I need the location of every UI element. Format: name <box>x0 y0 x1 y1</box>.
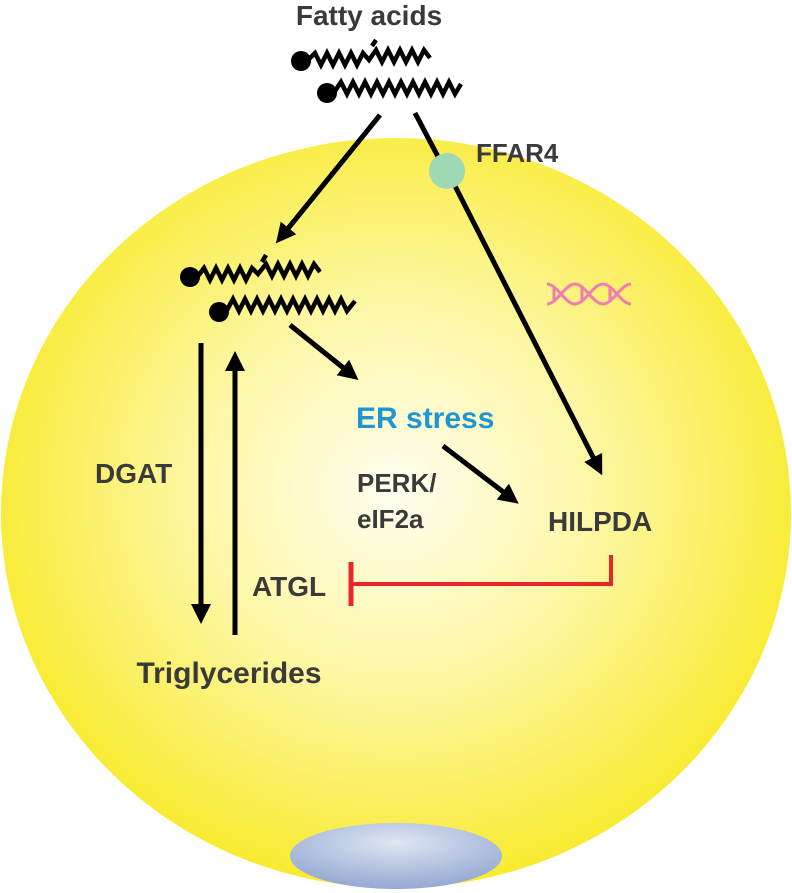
hilpda-inhibits-atgl-line <box>351 555 613 586</box>
perk-label-line1: PERK/ <box>357 468 436 498</box>
ffar4-to-hilpda-arrow <box>450 180 603 476</box>
cell <box>1 138 791 888</box>
er-stress-to-hilpda-arrow <box>441 444 519 504</box>
dna-helix-icon <box>546 282 632 306</box>
nucleus-icon <box>290 823 502 889</box>
hilpda-label: HILPDA <box>548 506 652 537</box>
dgat-label: DGAT <box>95 458 172 489</box>
fatty-acid-molecule-icon <box>291 38 463 103</box>
perk-label-line2: eIF2a <box>357 504 424 534</box>
ffar4-receptor-icon <box>429 153 465 189</box>
uptake-arrow <box>275 113 382 244</box>
fatty-acid-molecule-icon <box>180 253 357 322</box>
triglycerides-label: Triglycerides <box>136 657 321 690</box>
er-stress-label: ER stress <box>356 402 494 435</box>
atgl-label: ATGL <box>252 571 326 602</box>
fatty-acids-label: Fatty acids <box>296 0 442 31</box>
ffar4-label: FFAR4 <box>476 138 559 168</box>
fa-to-er-stress-arrow <box>288 323 359 381</box>
